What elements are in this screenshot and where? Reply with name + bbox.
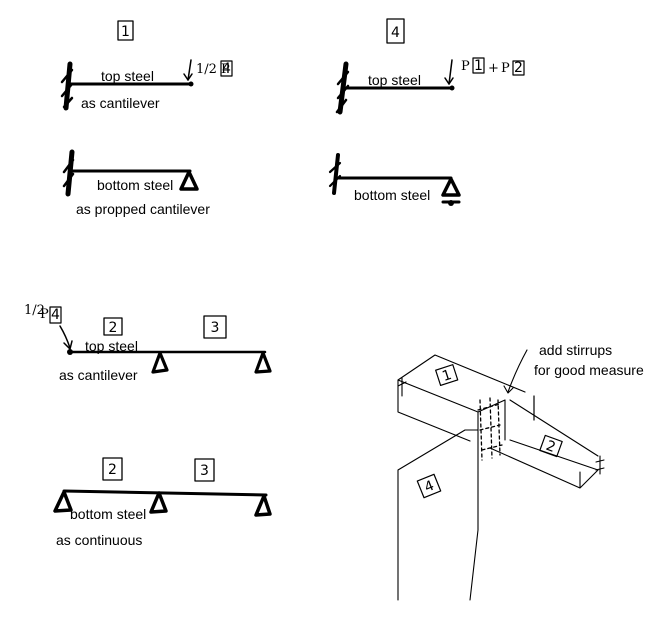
panel-4-number-box (386, 18, 405, 44)
pin-support-icon (149, 491, 168, 514)
panel-1-bottom-label: bottom steel (97, 177, 173, 193)
panel-23-bottom-span-2-box (194, 458, 215, 482)
panel-23-top-span-2-box (203, 315, 227, 339)
fixed-support-icon (62, 149, 75, 197)
panel-23-top-span-1: 2 (109, 320, 118, 336)
load-arrow-icon (59, 325, 73, 350)
panel-4-load-ref-1: 1 (474, 58, 483, 74)
beam-1-tag: 1 (435, 364, 459, 387)
stirrup-hatch (477, 397, 503, 461)
pin-support-icon (151, 351, 169, 374)
panel-23-top-load-ref: 4 (51, 307, 60, 323)
panel-23-top-label: top steel (85, 338, 138, 354)
beam-2-label: 2 (544, 438, 558, 456)
beam-1-outline (397, 354, 526, 442)
roller-support-icon (441, 177, 461, 206)
panel-23-bottom: 2 3 bottom steel as continuous (53, 457, 272, 548)
fixed-support-icon (328, 153, 342, 195)
panel-4-bottom-label: bottom steel (354, 187, 430, 203)
iso-joint: 1 2 4 add stirrups for good measure (397, 342, 644, 601)
beam-2-depth-dim (595, 455, 605, 475)
beam-2-outline (489, 399, 599, 489)
column-4-tag: 4 (416, 473, 442, 499)
column-4-label: 4 (422, 478, 436, 496)
panel-4-load-plus: + (488, 61, 499, 76)
panel-4-load-ref-2-box (512, 60, 525, 76)
panel-4-load-ref-2: 2 (514, 60, 523, 76)
leader-arrow-icon (503, 385, 514, 394)
panel-1-load-ref-box (220, 60, 233, 77)
panel-1: 1 1/2 P 4 top steel as cantilever (60, 20, 233, 111)
panel-4-load-label: P (461, 59, 470, 74)
panel-23-top-beam-end (67, 349, 73, 355)
panel-1-top-label: top steel (101, 68, 154, 84)
panel-23-bottom-span-2: 3 (200, 463, 209, 479)
panel-4-number: 4 (391, 25, 400, 41)
panel-23-top: 1/2 P 4 2 3 top steel as cantilever (24, 303, 272, 383)
panel-23-bottom-caption: as continuous (56, 532, 142, 548)
panel-1-top-caption: as cantilever (81, 95, 160, 111)
panel-23-top-span-1-box (103, 317, 123, 336)
panel-1-beam-end (188, 81, 194, 87)
load-arrow-icon (183, 59, 193, 81)
beam-1-label: 1 (440, 367, 453, 385)
panel-23-top-load-fraction: 1/2 (24, 303, 45, 318)
load-arrow-icon (444, 59, 454, 85)
panel-4: 4 P 1 + P 2 top steel (335, 18, 525, 115)
pin-support-icon (254, 494, 272, 517)
note-leader (507, 349, 528, 393)
panel-4-bottom: bottom steel (328, 153, 461, 206)
pin-support-icon (179, 170, 199, 191)
panel-23-bottom-label: bottom steel (70, 506, 146, 522)
panel-23-top-load-ref-box (49, 306, 62, 324)
panel-23-bottom-span-1-box (102, 457, 123, 481)
panel-23-bottom-beam (62, 489, 268, 497)
note-line-2: for good measure (534, 362, 644, 378)
panel-1-bottom-caption: as propped cantilever (76, 201, 210, 217)
panel-4-beam-end (449, 85, 455, 91)
panel-1-number: 1 (121, 24, 130, 40)
panel-4-load-ref-1-box (472, 57, 485, 74)
panel-4-top-label: top steel (368, 72, 421, 88)
beam-1-depth-dim (397, 377, 407, 397)
beam-2-tag: 2 (539, 434, 563, 458)
fixed-support-icon (60, 61, 74, 111)
panel-23-top-span-2: 3 (211, 320, 220, 336)
panel-1-number-box (117, 20, 134, 41)
panel-1-bottom: bottom steel as propped cantilever (62, 149, 210, 217)
panel-1-load-ref: 4 (222, 61, 231, 77)
note-line-1: add stirrups (539, 342, 612, 358)
panel-23-top-caption: as cantilever (59, 367, 138, 383)
panel-4-load-label-2: P (501, 61, 510, 76)
pin-support-icon (53, 490, 73, 513)
column-4-outline (397, 399, 506, 601)
panel-23-top-load-p: P (40, 307, 49, 322)
panel-23-bottom-span-1: 2 (108, 462, 117, 478)
pin-support-icon (254, 351, 272, 374)
